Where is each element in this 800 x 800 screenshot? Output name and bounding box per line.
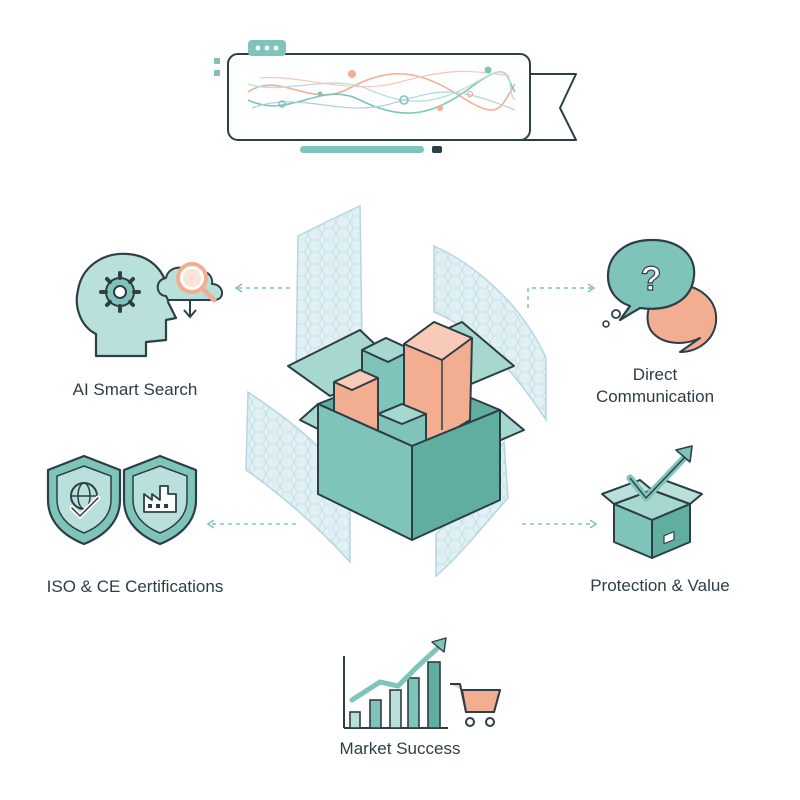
protection-value-label: Protection & Value (590, 576, 730, 595)
shield-badges-icon (46, 454, 198, 546)
question-speech-bubble-icon: ? (602, 238, 718, 353)
iso-ce-certifications-label: ISO & CE Certifications (46, 577, 224, 596)
box-checkmark-arrow-icon (601, 445, 703, 559)
ai-smart-search-label: AI Smart Search (72, 380, 198, 399)
open-box-icon (245, 204, 547, 578)
bar-chart-cart-icon (343, 637, 501, 729)
head-gear-search-icon (75, 252, 223, 358)
svg-text:?: ? (641, 260, 662, 298)
direct-communication-line1: Direct (632, 365, 678, 384)
market-success-label: Market Success (339, 739, 461, 758)
connector-lines (206, 283, 598, 529)
direct-communication-line2: Communication (595, 387, 715, 406)
data-wave-banner-icon (214, 40, 577, 153)
direct-communication-label: Direct Communication (570, 364, 740, 408)
